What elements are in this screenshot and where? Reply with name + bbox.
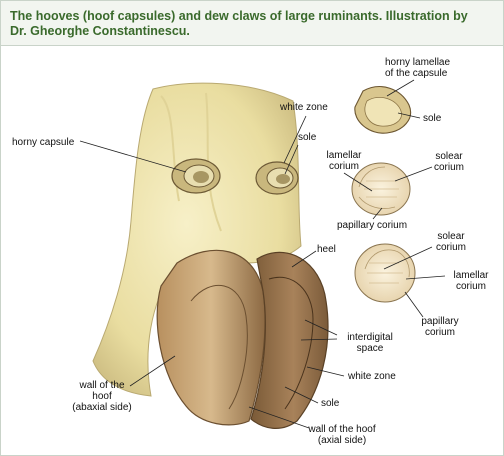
caption-line-2: Dr. Gheorghe Constantinescu. xyxy=(10,24,190,38)
label-white-zone-top: white zone xyxy=(280,102,328,113)
label-interdigital-space: interdigital space xyxy=(339,332,401,354)
claw-abaxial xyxy=(156,249,266,426)
claw-axial xyxy=(250,251,329,429)
figure-caption: The hooves (hoof capsules) and dew claws… xyxy=(10,9,496,39)
label-papillary-corium-bottom: papillary corium xyxy=(415,316,465,338)
label-wall-abaxial-line3: (abaxial side) xyxy=(72,402,132,413)
label-heel: heel xyxy=(317,244,336,255)
label-sole-bottom: sole xyxy=(321,398,340,409)
label-wall-axial: wall of the hoof (axial side) xyxy=(297,424,387,446)
dewclaw-left xyxy=(171,158,221,194)
label-solear-corium-mid: solear corium xyxy=(429,151,469,173)
label-wall-axial-line1: wall of the hoof xyxy=(308,424,376,435)
label-solear-corium-bottom-line2: corium xyxy=(435,242,466,253)
dewclaw-right xyxy=(255,161,299,195)
label-lamellar-corium-bottom-line2: corium xyxy=(455,281,486,292)
leader-lines xyxy=(79,79,446,429)
label-papillary-corium-bottom-line1: papillary xyxy=(421,316,459,327)
label-lamellar-corium-mid-line1: lamellar xyxy=(326,150,362,161)
section-top xyxy=(354,86,411,134)
label-horny-lamellae-line1: horny lamellae xyxy=(385,57,451,68)
label-sole-top: sole xyxy=(423,113,442,124)
label-solear-corium-bottom-line1: solear xyxy=(437,231,465,242)
label-lamellar-corium-mid: lamellar corium xyxy=(319,150,369,172)
label-wall-abaxial-line2: hoof xyxy=(92,391,112,402)
label-lamellar-corium-mid-line2: corium xyxy=(328,161,359,172)
label-horny-capsule: horny capsule xyxy=(12,137,75,148)
label-lamellar-corium-bottom-line1: lamellar xyxy=(453,270,489,281)
caption-line-1: The hooves (hoof capsules) and dew claws… xyxy=(10,9,468,23)
label-white-zone-bottom: white zone xyxy=(348,371,396,382)
label-lamellar-corium-bottom: lamellar corium xyxy=(447,270,495,292)
label-interdigital-line2: space xyxy=(356,343,384,354)
caption-bar: The hooves (hoof capsules) and dew claws… xyxy=(1,1,503,46)
label-solear-corium-bottom: solear corium xyxy=(431,231,471,253)
label-interdigital-line1: interdigital xyxy=(347,332,393,343)
label-solear-corium-mid-line1: solear xyxy=(435,151,463,162)
section-bottom xyxy=(354,243,416,303)
label-papillary-corium-mid: papillary corium xyxy=(337,220,408,231)
label-papillary-corium-bottom-line2: corium xyxy=(424,327,455,338)
label-horny-lamellae-line2: of the capsule xyxy=(385,68,448,79)
hoof-illustration xyxy=(79,79,446,429)
label-wall-abaxial: wall of the hoof (abaxial side) xyxy=(67,380,137,413)
label-sole-dewclaw: sole xyxy=(298,132,317,143)
label-solear-corium-mid-line2: corium xyxy=(433,162,464,173)
label-wall-axial-line2: (axial side) xyxy=(317,435,367,446)
label-horny-lamellae: horny lamellae of the capsule xyxy=(385,57,451,79)
section-middle xyxy=(351,162,411,216)
label-wall-abaxial-line1: wall of the xyxy=(79,380,125,391)
